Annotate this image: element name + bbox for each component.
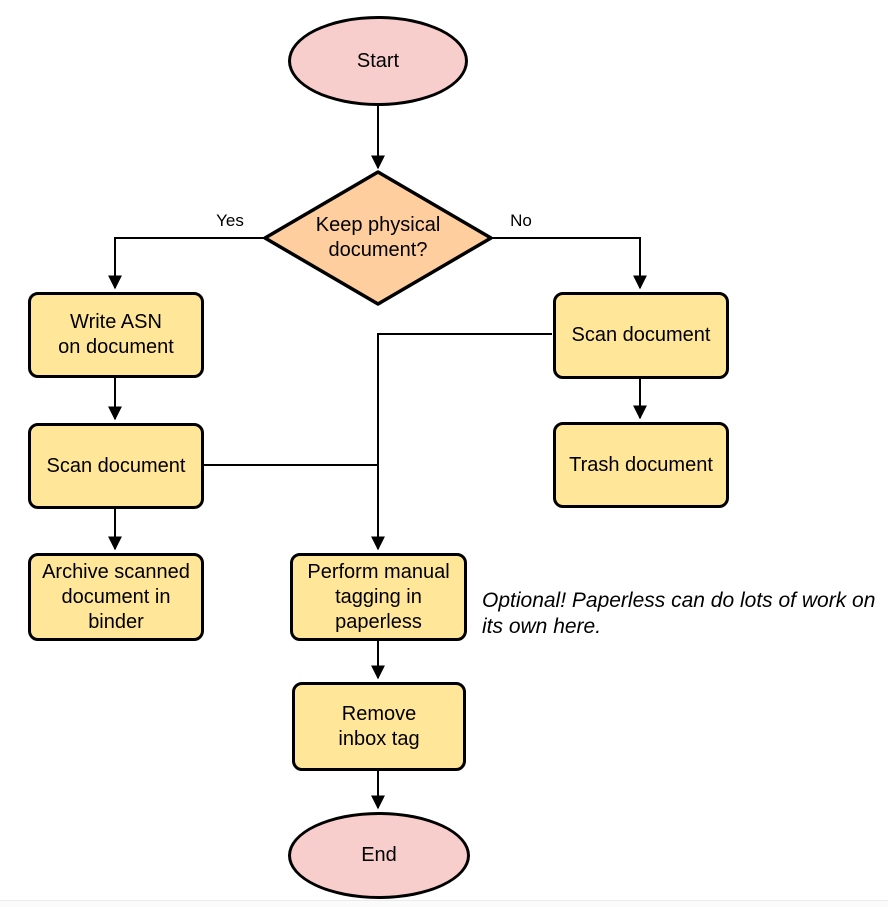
bottom-strip	[0, 901, 888, 907]
scan-document-left-node: Scan document	[28, 423, 204, 509]
write-asn-node: Write ASN on document	[28, 292, 204, 378]
scan-document-right-node: Scan document	[553, 292, 729, 379]
end-node: End	[288, 812, 470, 899]
start-node: Start	[288, 16, 468, 106]
archive-in-binder-node: Archive scanned document in binder	[28, 553, 204, 641]
edge-decision-no-to-scan-right	[491, 237, 647, 290]
edge-scan-right-to-tagging	[371, 333, 552, 551]
note-text: Optional! Paperless can do lots of work …	[482, 589, 876, 638]
decision-keep-physical-label: Keep physical document?	[315, 214, 441, 261]
decision-diamond-shape	[263, 170, 493, 306]
trash-document-node: Trash document	[553, 422, 729, 508]
bottom-divider	[0, 900, 888, 901]
edge-decision-yes-to-write-asn	[108, 237, 265, 290]
edge-label-yes: Yes	[216, 211, 244, 230]
edge-label-no: No	[510, 211, 532, 230]
manual-tagging-node: Perform manual tagging in paperless	[290, 553, 467, 641]
remove-inbox-tag-node: Remove inbox tag	[292, 682, 466, 771]
